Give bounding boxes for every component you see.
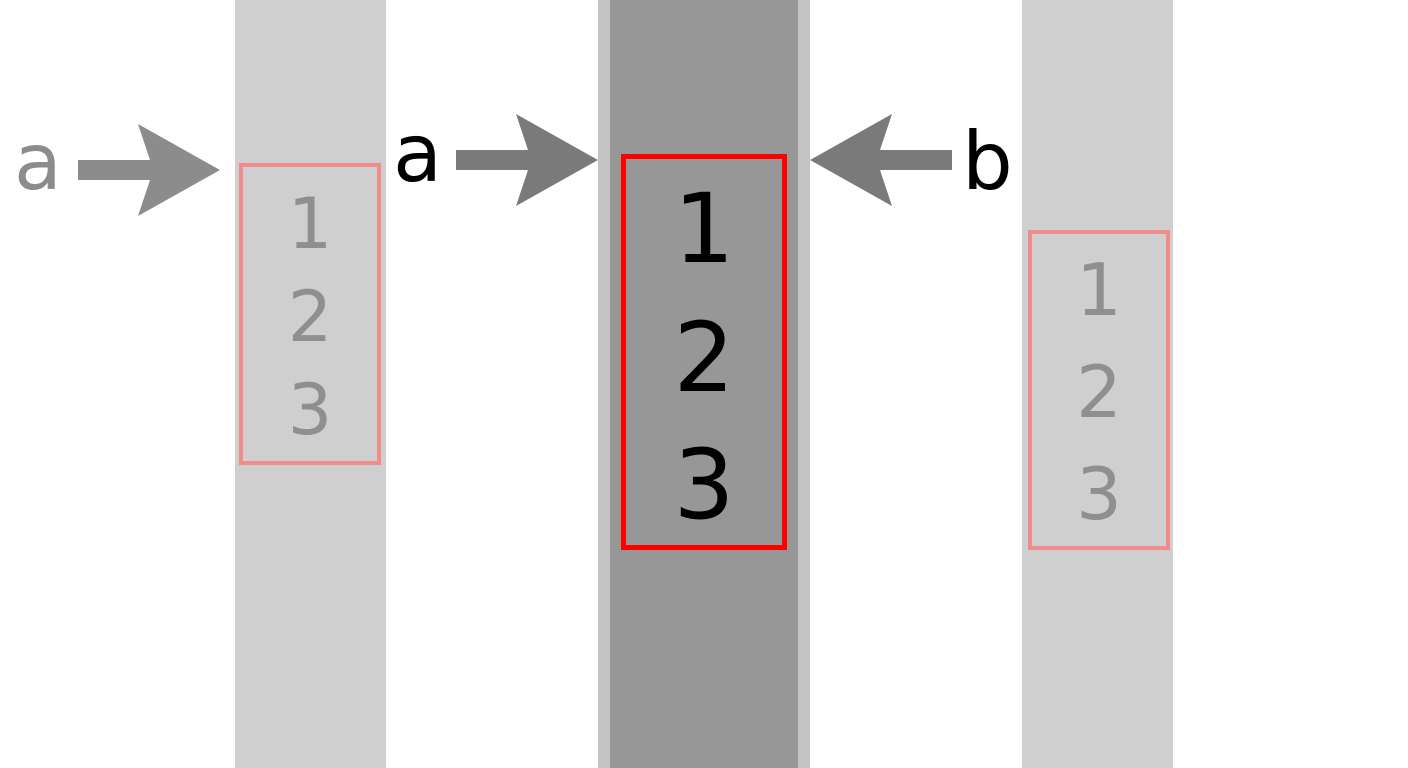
right-item-2: 2 [1076,350,1122,434]
right-item-1: 1 [1076,248,1122,332]
left-highlight-box: 1 2 3 [239,163,381,465]
left-pointer-label-a: a [14,118,62,208]
center-pointer-label-a: a [393,107,443,200]
left-item-1: 1 [287,183,333,265]
center-item-2: 2 [673,302,735,414]
right-highlight-box: 1 2 3 [1028,230,1170,550]
center-item-3: 3 [673,429,735,541]
left-item-3: 3 [287,369,333,451]
center-item-1: 1 [673,173,735,285]
left-column [235,0,386,768]
right-item-3: 3 [1076,452,1122,536]
left-item-2: 2 [287,276,333,358]
right-column [1022,0,1173,768]
center-column [610,0,798,768]
center-highlight-box: 1 2 3 [621,154,787,550]
center-pointer-label-b: b [962,115,1013,208]
